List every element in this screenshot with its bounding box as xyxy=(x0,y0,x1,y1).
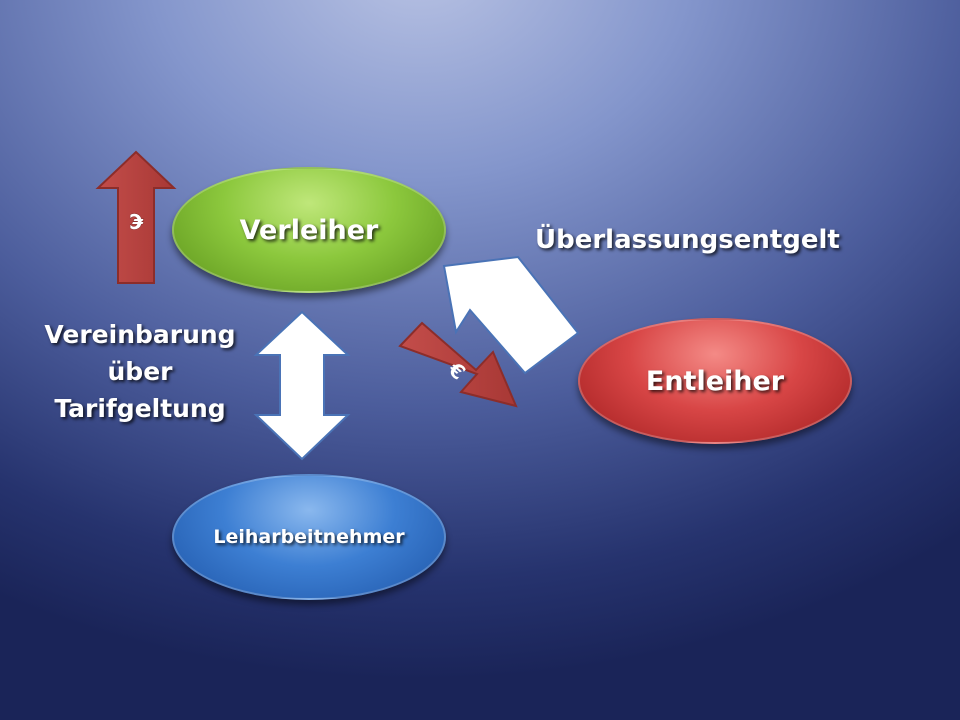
verleiher-node: Verleiher xyxy=(172,167,446,293)
vereinbarung-label: Vereinbarung über Tarifgeltung xyxy=(30,316,250,427)
vereinbarung-line-2: über xyxy=(107,357,173,386)
money-up-symbol: € xyxy=(129,209,144,233)
fee-arrow xyxy=(442,255,580,375)
vereinbarung-line-3: Tarifgeltung xyxy=(54,394,226,423)
money-up-arrow xyxy=(95,150,177,284)
ueberlassungsentgelt-label: Überlassungsentgelt xyxy=(535,225,840,255)
entleiher-label: Entleiher xyxy=(645,365,785,397)
money-diagonal-arrow-shape xyxy=(398,321,518,408)
leiharbeitnehmer-node: Leiharbeitnehmer xyxy=(172,474,446,600)
leiharbeitnehmer-label: Leiharbeitnehmer xyxy=(213,526,405,548)
agreement-double-arrow xyxy=(253,310,351,461)
entleiher-node: Entleiher xyxy=(578,318,852,444)
verleiher-label: Verleiher xyxy=(239,214,379,246)
vereinbarung-line-1: Vereinbarung xyxy=(44,320,236,349)
